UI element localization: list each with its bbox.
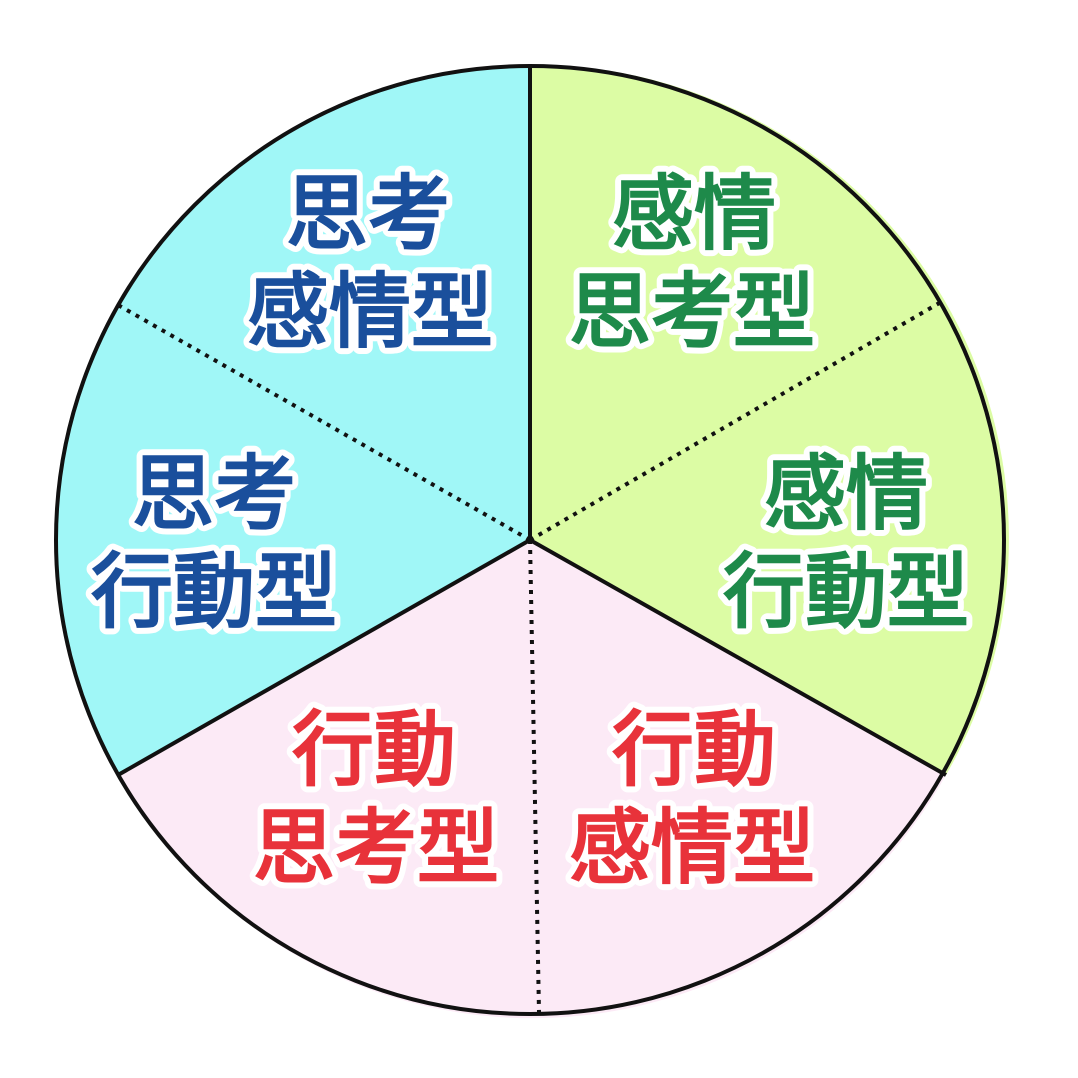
divider-feeling-action: [529, 538, 947, 777]
segment-action-thinking-line2: 思考型: [253, 801, 499, 896]
segment-action-feeling-line2: 感情型: [569, 801, 815, 896]
segment-feeling-thinking: 感情 思考型: [563, 161, 821, 366]
segment-thinking-feeling-line2: 感情型: [247, 265, 493, 360]
segment-feeling-thinking-line2: 思考型: [569, 265, 815, 360]
segment-thinking-action-line1: 思考: [132, 447, 296, 542]
segment-thinking-action-line2: 行動型: [91, 545, 337, 640]
segment-action-feeling-line1: 行動: [612, 703, 776, 798]
divider-action-thinking: [117, 538, 531, 777]
segment-feeling-action-line1: 感情: [764, 447, 928, 542]
segment-action-feeling: 行動 感情型: [563, 697, 821, 902]
sector-feeling-background: [530, 64, 1009, 775]
sector-thinking-background: [55, 64, 530, 776]
segment-action-thinking-line1: 行動: [292, 703, 456, 798]
segment-thinking-feeling-line1: 思考: [286, 167, 450, 262]
segment-action-thinking: 行動 思考型: [247, 697, 505, 902]
segment-thinking-feeling: 思考 感情型: [241, 161, 499, 366]
dotted-divider-action: [528, 539, 541, 1013]
segment-feeling-action: 感情 行動型: [717, 441, 975, 646]
wheel-outline: [54, 64, 1006, 1016]
segment-thinking-action: 思考 行動型: [85, 441, 343, 646]
segment-feeling-action-line2: 行動型: [723, 545, 969, 640]
segment-feeling-thinking-line1: 感情: [612, 167, 776, 262]
